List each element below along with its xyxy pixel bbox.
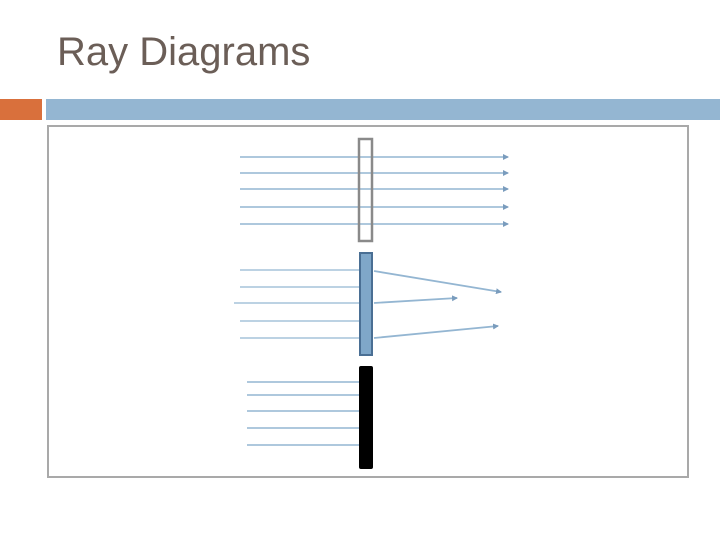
scattered-ray [373,323,499,339]
transparent-panel [240,137,509,243]
translucent-panel [234,252,502,356]
slide-title: Ray Diagrams [57,30,311,74]
opaque-block [359,366,373,469]
translucent-block [359,252,373,356]
transparent-block [357,137,374,243]
opaque-panel [247,366,373,469]
scattered-ray [373,270,502,295]
title-accent-bar-orange [0,99,42,120]
title-accent-bar-blue [46,99,720,120]
scattered-ray [373,295,458,304]
